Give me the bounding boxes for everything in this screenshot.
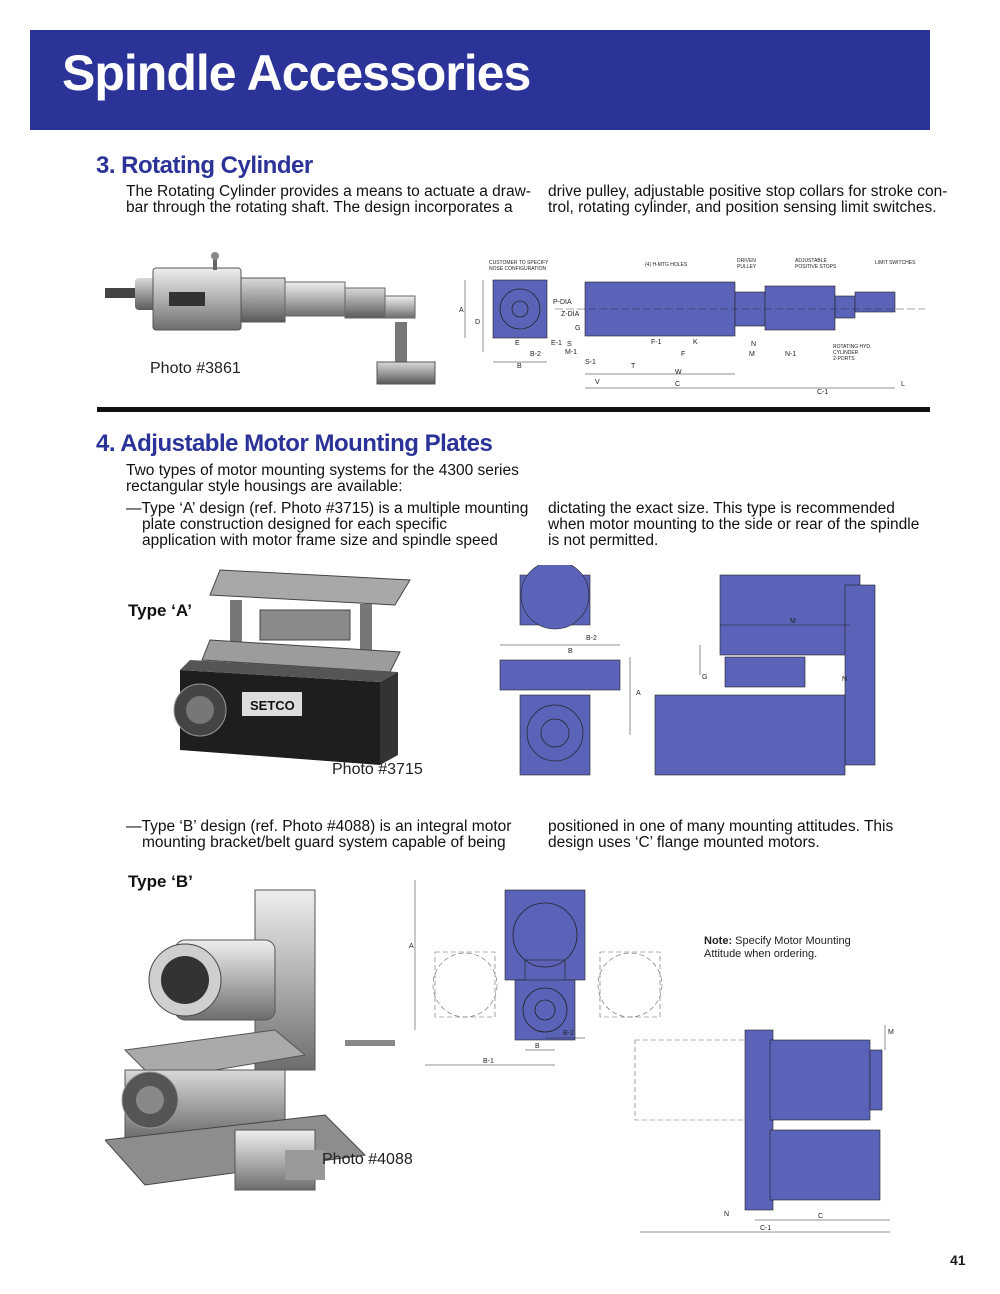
text-line: —Type ‘B’ design (ref. Photo #4088) is a… [126, 818, 512, 835]
type-a-photo: SETCO [173, 569, 411, 765]
dim-label: C-1 [760, 1225, 771, 1232]
photo-caption-3715: Photo #3715 [332, 761, 423, 778]
dim-label: K [693, 339, 698, 346]
rotating-cylinder-photo [105, 252, 436, 385]
note-text: Specify Motor Mounting Attitude when ord… [704, 935, 851, 960]
photo-caption-4088: Photo #4088 [322, 1151, 413, 1168]
dim-label: C-1 [817, 389, 828, 396]
type-b-drawing-front: A B-2 B B-1 [409, 880, 663, 1066]
label-cylinder: ROTATING HYD. [833, 344, 871, 350]
dim-label: E [515, 340, 520, 347]
dim-label: P-DIA [553, 299, 572, 306]
dim-label: M [888, 1029, 894, 1036]
label-cylinder2: CYLINDER [833, 350, 859, 356]
text-line: The Rotating Cylinder provides a means t… [126, 183, 531, 200]
page-number: 41 [950, 1252, 966, 1268]
dim-label: A [636, 690, 641, 697]
dim-label: N [842, 676, 847, 683]
dim-label: B-2 [586, 635, 597, 642]
ordering-note: Note: Specify Motor Mounting Attitude wh… [704, 935, 884, 961]
photo-caption-3861: Photo #3861 [150, 360, 241, 377]
section-4-intro: Two types of motor mounting systems for … [126, 463, 519, 495]
type-a-drawing: B B-2 A M G N [499, 565, 876, 776]
dim-label: N [724, 1211, 729, 1218]
type-b-text-col2: positioned in one of many mounting attit… [548, 819, 893, 851]
dim-label: B-1 [483, 1058, 494, 1065]
dim-label: Z-DIA [561, 311, 580, 318]
text-line: plate construction designed for each spe… [142, 516, 448, 533]
dim-label: G [702, 674, 707, 681]
type-b-drawing-side: M N C C-1 [634, 1025, 894, 1233]
dim-label: B [568, 648, 573, 655]
dim-label: B-2 [530, 351, 541, 358]
text-line: dictating the exact size. This type is r… [548, 500, 895, 517]
type-b-photo [105, 889, 395, 1191]
dim-label: M [749, 351, 755, 358]
label-nose: CUSTOMER TO SPECIFY [489, 260, 549, 266]
setco-logo-text: SETCO [250, 698, 295, 713]
rotating-cylinder-drawing: CUSTOMER TO SPECIFY NOSE CONFIGURATION (… [459, 258, 925, 396]
dim-label: E-1 [551, 340, 562, 347]
dim-label: B-2 [563, 1030, 574, 1037]
header-banner: Spindle Accessories [30, 30, 930, 130]
section-3-heading: 3. Rotating Cylinder [96, 152, 313, 179]
label-holes: (4) H-MTG HOLES [645, 262, 688, 268]
section-3-col1: The Rotating Cylinder provides a means t… [126, 184, 531, 216]
dim-label: S-1 [585, 359, 596, 366]
dim-label: F-1 [651, 339, 662, 346]
label-stops2: POSITIVE STOPS [795, 264, 837, 270]
dim-label: V [595, 379, 600, 386]
text-line: rectangular style housings are available… [126, 478, 403, 495]
label-nose2: NOSE CONFIGURATION [489, 266, 547, 272]
text-line: application with motor frame size and sp… [142, 532, 498, 549]
dim-label: G [575, 325, 580, 332]
label-ports: 2-PORTS [833, 356, 855, 362]
type-a-label: Type ‘A’ [128, 601, 192, 620]
dim-label: C [675, 381, 680, 388]
dim-label: L [901, 381, 905, 388]
dim-label: M [790, 618, 796, 625]
dim-label: B [517, 363, 522, 370]
dim-label: S [567, 341, 572, 348]
section-4-heading: 4. Adjustable Motor Mounting Plates [96, 430, 493, 457]
text-line: mounting bracket/belt guard system capab… [142, 834, 506, 851]
text-line: drive pulley, adjustable positive stop c… [548, 183, 948, 200]
dim-label: N-1 [785, 351, 796, 358]
text-line: when motor mounting to the side or rear … [548, 516, 920, 533]
text-line: trol, rotating cylinder, and position se… [548, 199, 937, 216]
dim-label: N [751, 341, 756, 348]
text-line: positioned in one of many mounting attit… [548, 818, 894, 835]
dim-label: D [475, 319, 480, 326]
label-stops: ADJUSTABLE [795, 258, 828, 264]
label-pulley2: PULLEY [737, 264, 757, 270]
section-divider [97, 407, 930, 412]
label-pulley: DRIVEN [737, 258, 756, 264]
page-title: Spindle Accessories [62, 45, 531, 101]
text-line: Two types of motor mounting systems for … [126, 462, 519, 479]
section-3-col2: drive pulley, adjustable positive stop c… [548, 184, 947, 216]
note-label: Note: [704, 935, 733, 947]
text-line: bar through the rotating shaft. The desi… [126, 199, 513, 216]
dim-label: A [409, 943, 414, 950]
dim-label: B [535, 1043, 540, 1050]
type-a-text-col2: dictating the exact size. This type is r… [548, 501, 919, 549]
label-switches: LIMIT SWITCHES [875, 260, 916, 266]
text-line: —Type ‘A’ design (ref. Photo #3715) is a… [126, 500, 529, 517]
type-b-text-col1: —Type ‘B’ design (ref. Photo #4088) is a… [126, 819, 511, 851]
dim-label: M-1 [565, 349, 577, 356]
dim-label: F [681, 351, 685, 358]
dim-label: T [631, 363, 636, 370]
text-line: design uses ‘C’ flange mounted motors. [548, 834, 820, 851]
dim-label: A [459, 307, 464, 314]
type-b-label: Type ‘B’ [128, 872, 193, 891]
dim-label: W [675, 369, 682, 376]
dim-label: C [818, 1213, 823, 1220]
type-a-text-col1: —Type ‘A’ design (ref. Photo #3715) is a… [126, 501, 528, 549]
text-line: is not permitted. [548, 532, 659, 549]
